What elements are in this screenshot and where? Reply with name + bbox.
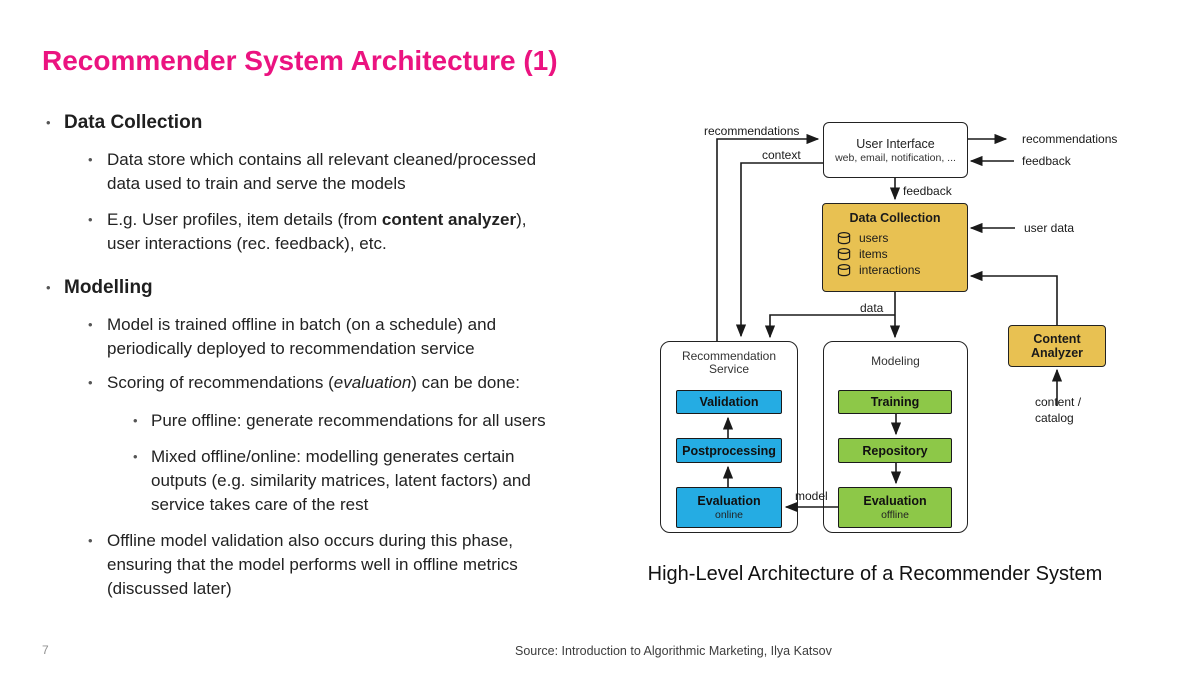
bullet-dot: • bbox=[88, 375, 93, 390]
evaluation-online-box: Evaluation online bbox=[676, 487, 782, 528]
label-feedback-right: feedback bbox=[1022, 154, 1071, 168]
bullet-dot: • bbox=[88, 212, 93, 227]
data-collection-title: Data Collection bbox=[849, 211, 941, 225]
postprocessing-box: Postprocessing bbox=[676, 438, 782, 463]
database-icon bbox=[837, 263, 851, 276]
bullet-dot: • bbox=[88, 533, 93, 548]
outline-item-examples: • E.g. User profiles, item details (from… bbox=[88, 208, 526, 256]
data-store-row-interactions: interactions bbox=[837, 262, 920, 278]
bullet-dot: • bbox=[46, 280, 51, 295]
outline-heading-modelling: • Modelling bbox=[46, 277, 153, 298]
label-model: model bbox=[795, 489, 828, 503]
repository-box: Repository bbox=[838, 438, 952, 463]
training-box: Training bbox=[838, 390, 952, 414]
database-icon bbox=[837, 231, 851, 244]
user-interface-subtitle: web, email, notification, ... bbox=[835, 151, 956, 164]
outline-item-offline-validation: • Offline model validation also occurs d… bbox=[88, 529, 518, 601]
label-content-catalog: content / catalog bbox=[1035, 395, 1082, 425]
outline-heading-data-collection: • Data Collection bbox=[46, 112, 203, 133]
content-analyzer-box: Content Analyzer bbox=[1008, 325, 1106, 367]
outline-item-scoring: • Scoring of recommendations (evaluation… bbox=[88, 371, 520, 395]
page-title: Recommender System Architecture (1) bbox=[42, 45, 558, 76]
figure-caption: High-Level Architecture of a Recommender… bbox=[647, 563, 1103, 585]
source-attribution: Source: Introduction to Algorithmic Mark… bbox=[515, 644, 832, 658]
label-recommendations-in: recommendations bbox=[704, 124, 800, 138]
arrow-data-to-service bbox=[764, 314, 895, 339]
arrow-context-to-service bbox=[735, 162, 823, 338]
modeling-title: Modeling bbox=[871, 354, 920, 368]
outline-item-model-trained: • Model is trained offline in batch (on … bbox=[88, 313, 496, 361]
outline-item-mixed-offline-online: • Mixed offline/online: modelling genera… bbox=[133, 445, 531, 517]
bullet-dot: • bbox=[133, 413, 138, 428]
label-context: context bbox=[762, 148, 801, 162]
bold-content-analyzer: content analyzer bbox=[381, 210, 517, 229]
data-store-row-items: items bbox=[837, 246, 888, 262]
user-interface-box: User Interface web, email, notification,… bbox=[823, 122, 968, 178]
label-recommendations-out: recommendations bbox=[1022, 132, 1118, 146]
arrow-analyzer-to-data-collection bbox=[969, 270, 1058, 325]
data-collection-box: Data Collection users items interactions bbox=[822, 203, 968, 292]
bullet-dot: • bbox=[88, 317, 93, 332]
label-user-data: user data bbox=[1024, 221, 1075, 235]
arrow-recommendations-to-ui bbox=[716, 133, 820, 341]
label-feedback-down: feedback bbox=[903, 184, 952, 198]
italic-evaluation: evaluation bbox=[333, 373, 412, 392]
bullet-dot: • bbox=[46, 115, 51, 130]
recommendation-service-title: Recommendation Service bbox=[681, 349, 777, 376]
bullet-dot: • bbox=[133, 449, 138, 464]
outline-item-pure-offline: • Pure offline: generate recommendations… bbox=[133, 409, 546, 433]
data-store-row-users: users bbox=[837, 230, 888, 246]
label-data: data bbox=[860, 301, 884, 315]
page-number: 7 bbox=[42, 643, 49, 657]
bullet-dot: • bbox=[88, 152, 93, 167]
user-interface-title: User Interface bbox=[856, 136, 935, 151]
validation-box: Validation bbox=[676, 390, 782, 414]
outline-item-data-store: • Data store which contains all relevant… bbox=[88, 148, 536, 196]
database-icon bbox=[837, 247, 851, 260]
evaluation-offline-box: Evaluation offline bbox=[838, 487, 952, 528]
